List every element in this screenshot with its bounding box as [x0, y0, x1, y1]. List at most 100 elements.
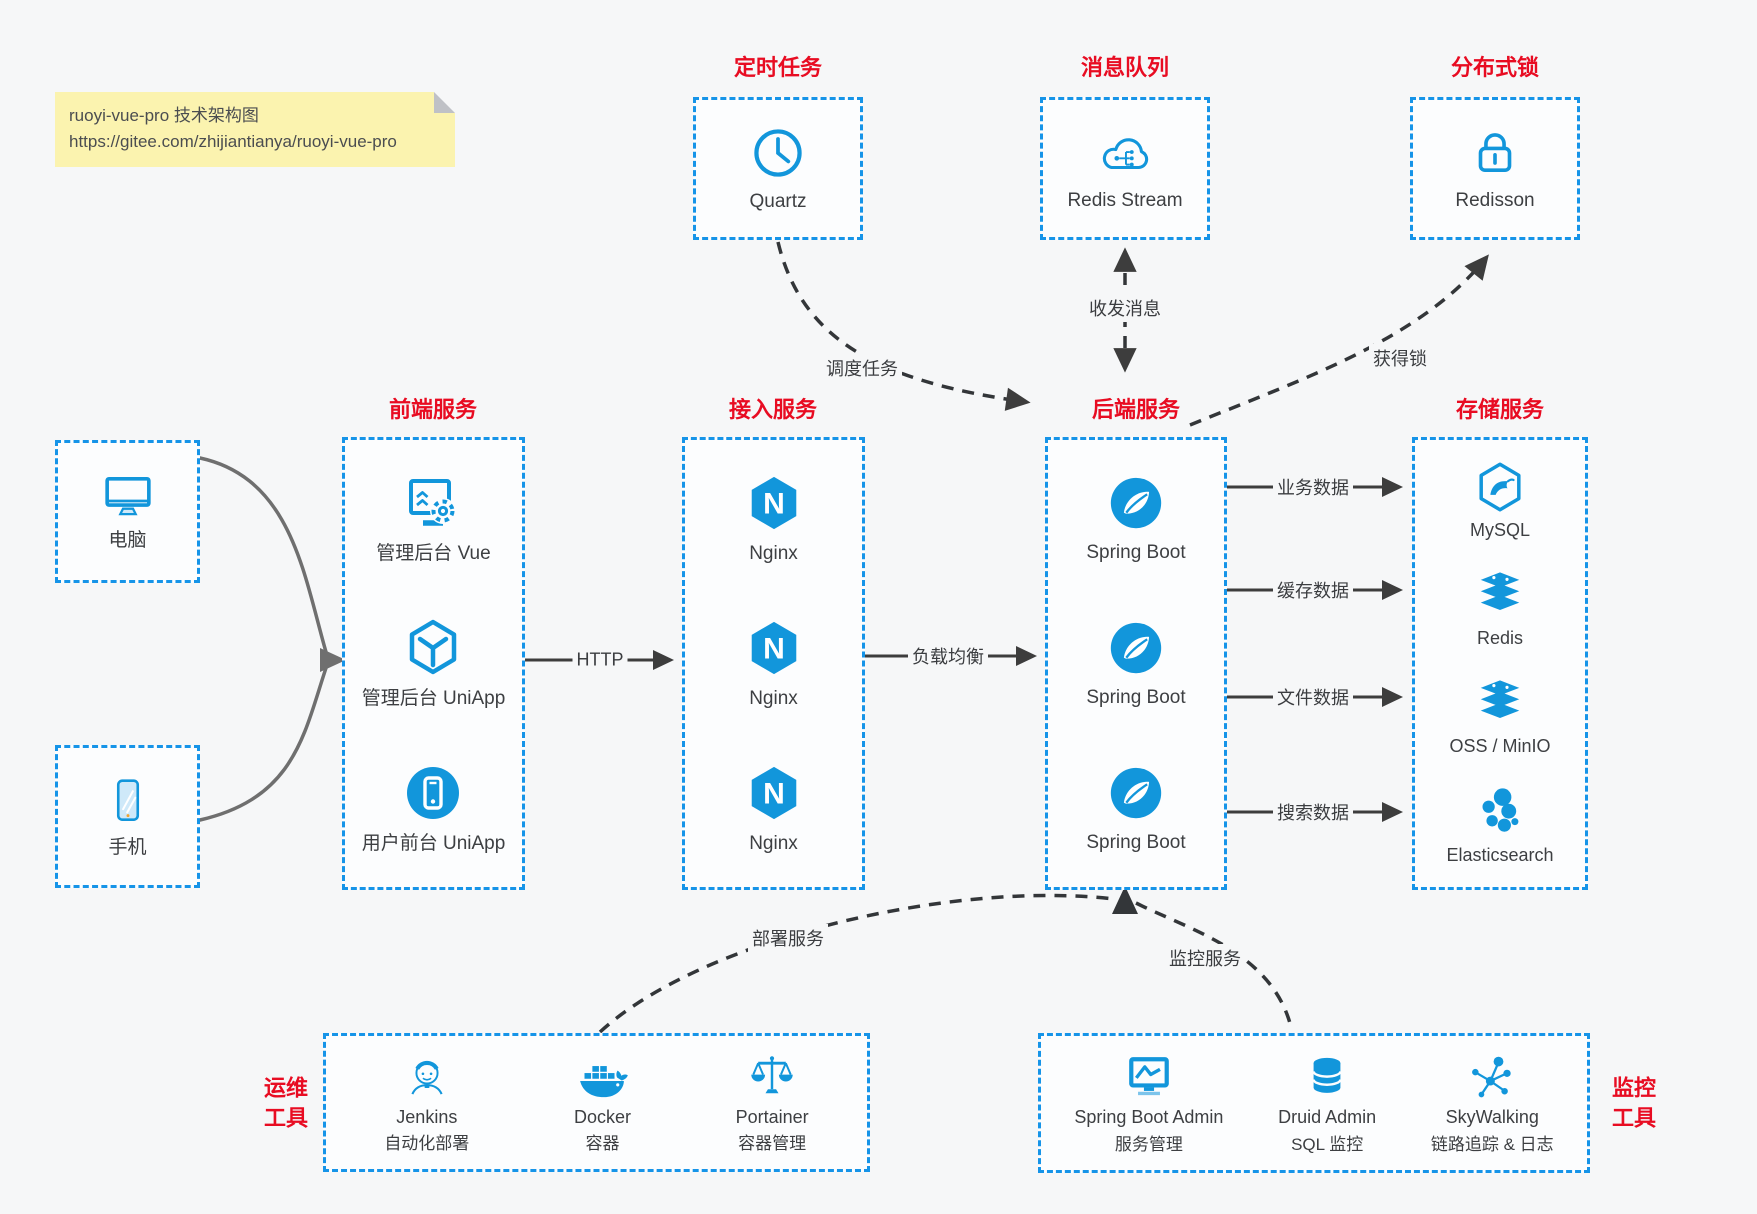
- ops-side-label-line2: 工具: [263, 1105, 309, 1130]
- cloud-stream-icon: [1102, 137, 1149, 169]
- nginx-icon: N: [751, 766, 796, 819]
- lock-icon: [1478, 132, 1512, 172]
- title-lock: 分布式锁: [1450, 55, 1540, 80]
- node-nginx-1: N Nginx: [743, 471, 805, 567]
- panel-mq: Redis Stream: [1040, 97, 1210, 240]
- monitor-side-label-line1: 监控: [1611, 1075, 1657, 1101]
- desktop-icon: [104, 476, 151, 515]
- node-spring-boot-1: Spring Boot: [1086, 472, 1186, 566]
- node-phone: 手机: [102, 773, 154, 861]
- node-label: Nginx: [749, 542, 798, 564]
- panel-backend: Spring Boot Spring Boot Spring Boot: [1045, 437, 1227, 890]
- node-redis-stream: Redis Stream: [1067, 124, 1183, 214]
- schedule-arrow: [776, 241, 1031, 411]
- spring-boot-icon: [1110, 622, 1162, 673]
- node-label: 电脑: [108, 529, 147, 551]
- node-label: 管理后台 Vue: [376, 542, 491, 564]
- node-label: Quartz: [749, 190, 807, 212]
- docker-icon: [580, 1065, 629, 1097]
- druid-database-icon: [1312, 1058, 1342, 1094]
- node-label: Nginx: [749, 687, 798, 709]
- title-scheduler: 定时任务: [733, 55, 823, 80]
- title-frontend: 前端服务: [388, 397, 478, 422]
- user-app-icon: [407, 766, 460, 819]
- edge-label-acquire-lock: 获得锁: [1369, 344, 1431, 372]
- node-spring-boot-3: Spring Boot: [1086, 762, 1186, 856]
- node-redisson: Redisson: [1455, 124, 1535, 214]
- backend-bottom-arrowhead: [1112, 886, 1138, 914]
- node-jenkins: Jenkins 自动化部署: [384, 1051, 469, 1154]
- title-backend: 后端服务: [1091, 397, 1181, 422]
- node-druid-admin: Druid Admin SQL 监控: [1278, 1051, 1376, 1154]
- svg-text:N: N: [763, 632, 785, 665]
- node-docker: Docker 容器: [574, 1051, 631, 1154]
- node-sub-label: 自动化部署: [384, 1134, 470, 1154]
- node-sub-label: 容器管理: [738, 1134, 807, 1154]
- edge-label-search-data: 搜索数据: [1273, 798, 1353, 826]
- deploy-curve: [598, 893, 1115, 1034]
- portainer-scales-icon: [751, 1055, 793, 1094]
- panel-storage: MySQL Redis OSS / MinIO: [1412, 437, 1588, 890]
- spring-boot-icon: [1110, 477, 1162, 528]
- panel-lock: Redisson: [1410, 97, 1580, 240]
- edge-label-monitor: 监控服务: [1165, 944, 1245, 972]
- node-label: Redis Stream: [1067, 189, 1183, 211]
- node-sub-label: 服务管理: [1114, 1134, 1183, 1154]
- node-label: Spring Boot: [1086, 541, 1186, 563]
- node-label: Druid Admin: [1278, 1107, 1377, 1128]
- admin-vue-icon: [409, 478, 457, 526]
- node-label: Jenkins: [396, 1106, 458, 1127]
- ops-side-label: 运维 工具: [264, 1073, 308, 1132]
- node-admin-uniapp: 管理后台 UniApp: [361, 616, 506, 712]
- redis-icon: [1480, 572, 1520, 610]
- node-sub-label: SQL 监控: [1291, 1134, 1364, 1154]
- node-label: Elasticsearch: [1446, 845, 1554, 866]
- note-title: ruoyi-vue-pro 技术架构图: [69, 106, 259, 125]
- node-nginx-2: N Nginx: [743, 616, 805, 712]
- spring-boot-admin-icon: [1129, 1057, 1169, 1096]
- node-sub-label: 容器: [585, 1134, 620, 1154]
- node-label: SkyWalking: [1445, 1107, 1539, 1128]
- node-skywalking: SkyWalking 链路追踪 & 日志: [1431, 1051, 1554, 1154]
- jenkins-icon: [411, 1060, 443, 1095]
- node-label: Portainer: [735, 1106, 809, 1127]
- node-label: Redisson: [1455, 189, 1535, 211]
- monitor-curve: [1135, 901, 1293, 1028]
- node-label: 用户前台 UniApp: [361, 832, 506, 854]
- node-label: Redis: [1476, 627, 1524, 648]
- node-label: Spring Boot: [1086, 686, 1186, 708]
- sticky-note: ruoyi-vue-pro 技术架构图 https://gitee.com/zh…: [55, 92, 455, 167]
- spring-boot-icon: [1110, 767, 1162, 818]
- note-url: https://gitee.com/zhijiantianya/ruoyi-vu…: [69, 132, 397, 152]
- uniapp-cube-icon: [410, 619, 457, 674]
- skywalking-trace-icon: [1472, 1056, 1511, 1098]
- smartphone-icon: [116, 779, 139, 821]
- edge-label-file-data: 文件数据: [1273, 683, 1353, 711]
- object-storage-icon: [1480, 680, 1520, 718]
- panel-monitor-tools: Spring Boot Admin 服务管理 Druid Admin SQL 监…: [1038, 1033, 1590, 1173]
- title-gateway: 接入服务: [728, 397, 818, 422]
- panel-phone: 手机: [55, 745, 200, 888]
- nginx-icon: N: [751, 476, 796, 529]
- edge-label-message: 收发消息: [1085, 294, 1165, 322]
- acquire-lock-arrow: [1189, 254, 1489, 427]
- node-quartz: Quartz: [748, 123, 808, 215]
- monitor-side-label: 监控 工具: [1612, 1073, 1656, 1132]
- title-mq: 消息队列: [1080, 55, 1170, 80]
- mysql-icon: [1479, 462, 1521, 512]
- node-label: Spring Boot Admin: [1074, 1107, 1224, 1128]
- node-label: Docker: [573, 1106, 631, 1127]
- node-label: 管理后台 UniApp: [361, 687, 506, 709]
- node-label: 手机: [108, 836, 147, 858]
- ops-side-label-line1: 运维: [263, 1075, 309, 1101]
- node-portainer: Portainer 容器管理: [736, 1051, 809, 1154]
- node-elasticsearch: Elasticsearch: [1446, 784, 1554, 867]
- node-nginx-3: N Nginx: [743, 761, 805, 857]
- clock-icon: [754, 128, 802, 177]
- elasticsearch-icon: [1482, 788, 1519, 833]
- node-label: Nginx: [749, 832, 798, 854]
- panel-pc: 电脑: [55, 440, 200, 583]
- svg-text:N: N: [763, 777, 785, 810]
- node-mysql: MySQL: [1470, 459, 1530, 542]
